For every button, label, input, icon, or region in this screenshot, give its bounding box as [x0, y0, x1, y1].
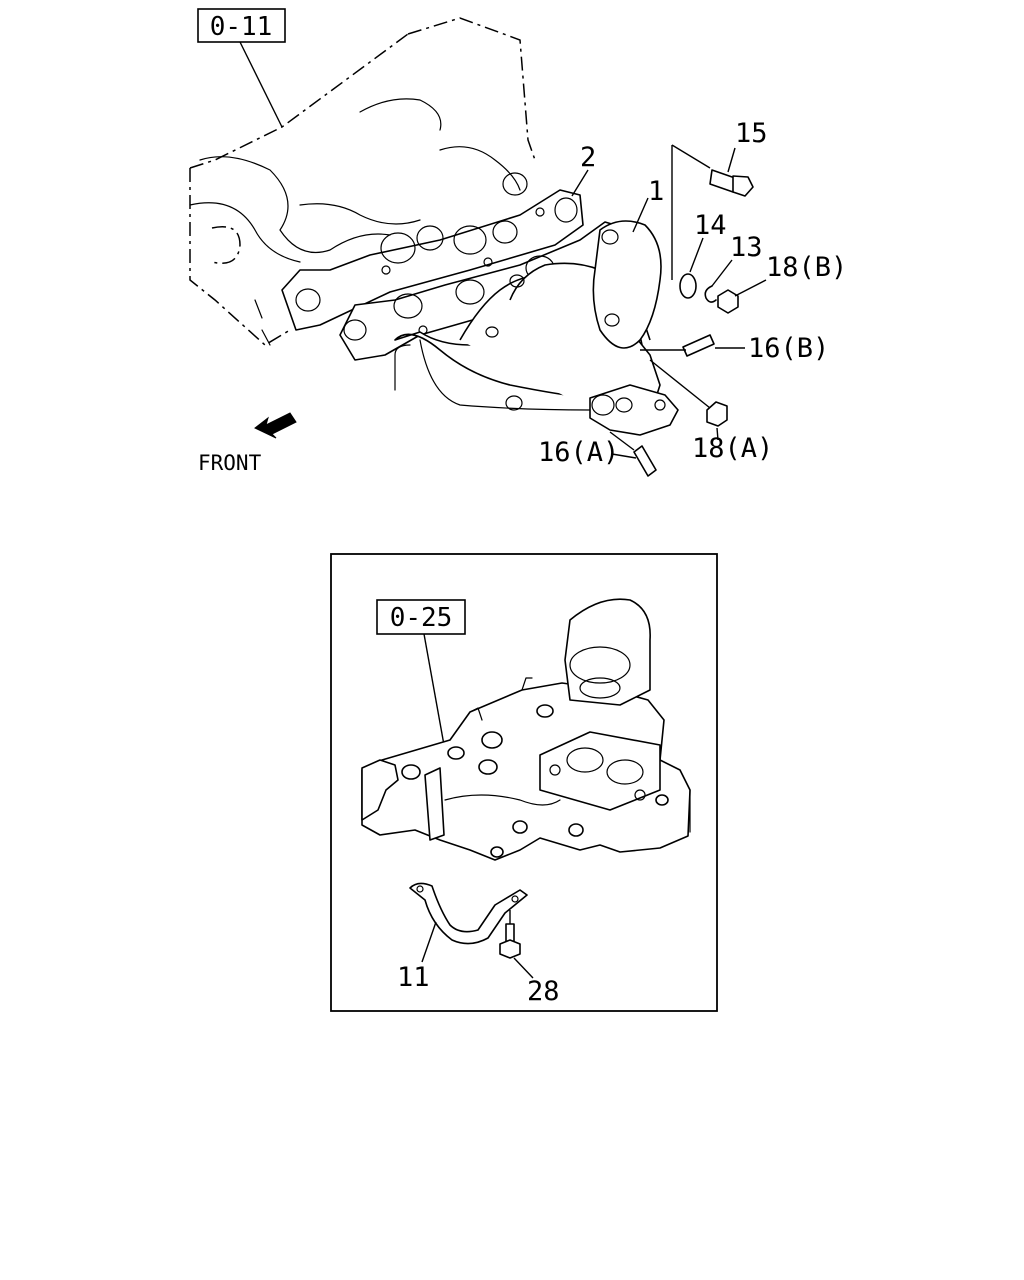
nut-18b[interactable] — [717, 289, 739, 314]
washer-14[interactable] — [679, 273, 697, 299]
callout-28: 28 — [527, 976, 560, 1007]
callout-16a: 16(A) — [538, 437, 619, 468]
bolt-15[interactable] — [709, 169, 754, 197]
callout-14: 14 — [694, 210, 727, 241]
front-label: FRONT — [198, 451, 262, 475]
front-arrow-icon — [254, 412, 297, 439]
bolt-28[interactable] — [499, 923, 521, 959]
callout-11: 11 — [397, 962, 430, 993]
reference-box-engine[interactable]: 0-11 — [197, 8, 286, 43]
callout-15: 15 — [735, 118, 768, 149]
callout-18a: 18(A) — [692, 433, 773, 464]
callout-18b: 18(B) — [766, 252, 847, 283]
stud-16b[interactable] — [682, 334, 715, 357]
stud-16a[interactable] — [633, 445, 657, 477]
engine-block-phantom — [189, 17, 536, 346]
callout-16b: 16(B) — [748, 333, 829, 364]
exhaust-manifold[interactable] — [394, 220, 679, 436]
reference-box-label: 0-11 — [210, 12, 273, 42]
exhaust-gasket[interactable] — [281, 189, 584, 331]
nut-18a[interactable] — [706, 401, 728, 427]
callout-13: 13 — [730, 232, 763, 263]
inset-frame — [330, 553, 718, 1012]
bracket-11[interactable] — [409, 882, 528, 945]
clip-13[interactable] — [704, 285, 717, 303]
inset-diagram: 0-25 — [330, 553, 718, 1012]
reference-box-manifold[interactable]: 0-25 — [376, 599, 466, 635]
upper-diagram: 0-11 — [189, 8, 847, 477]
intake-manifold — [361, 598, 691, 861]
callout-2: 2 — [580, 142, 596, 173]
reference-box-inset-label: 0-25 — [390, 603, 453, 633]
callout-1: 1 — [648, 176, 664, 207]
